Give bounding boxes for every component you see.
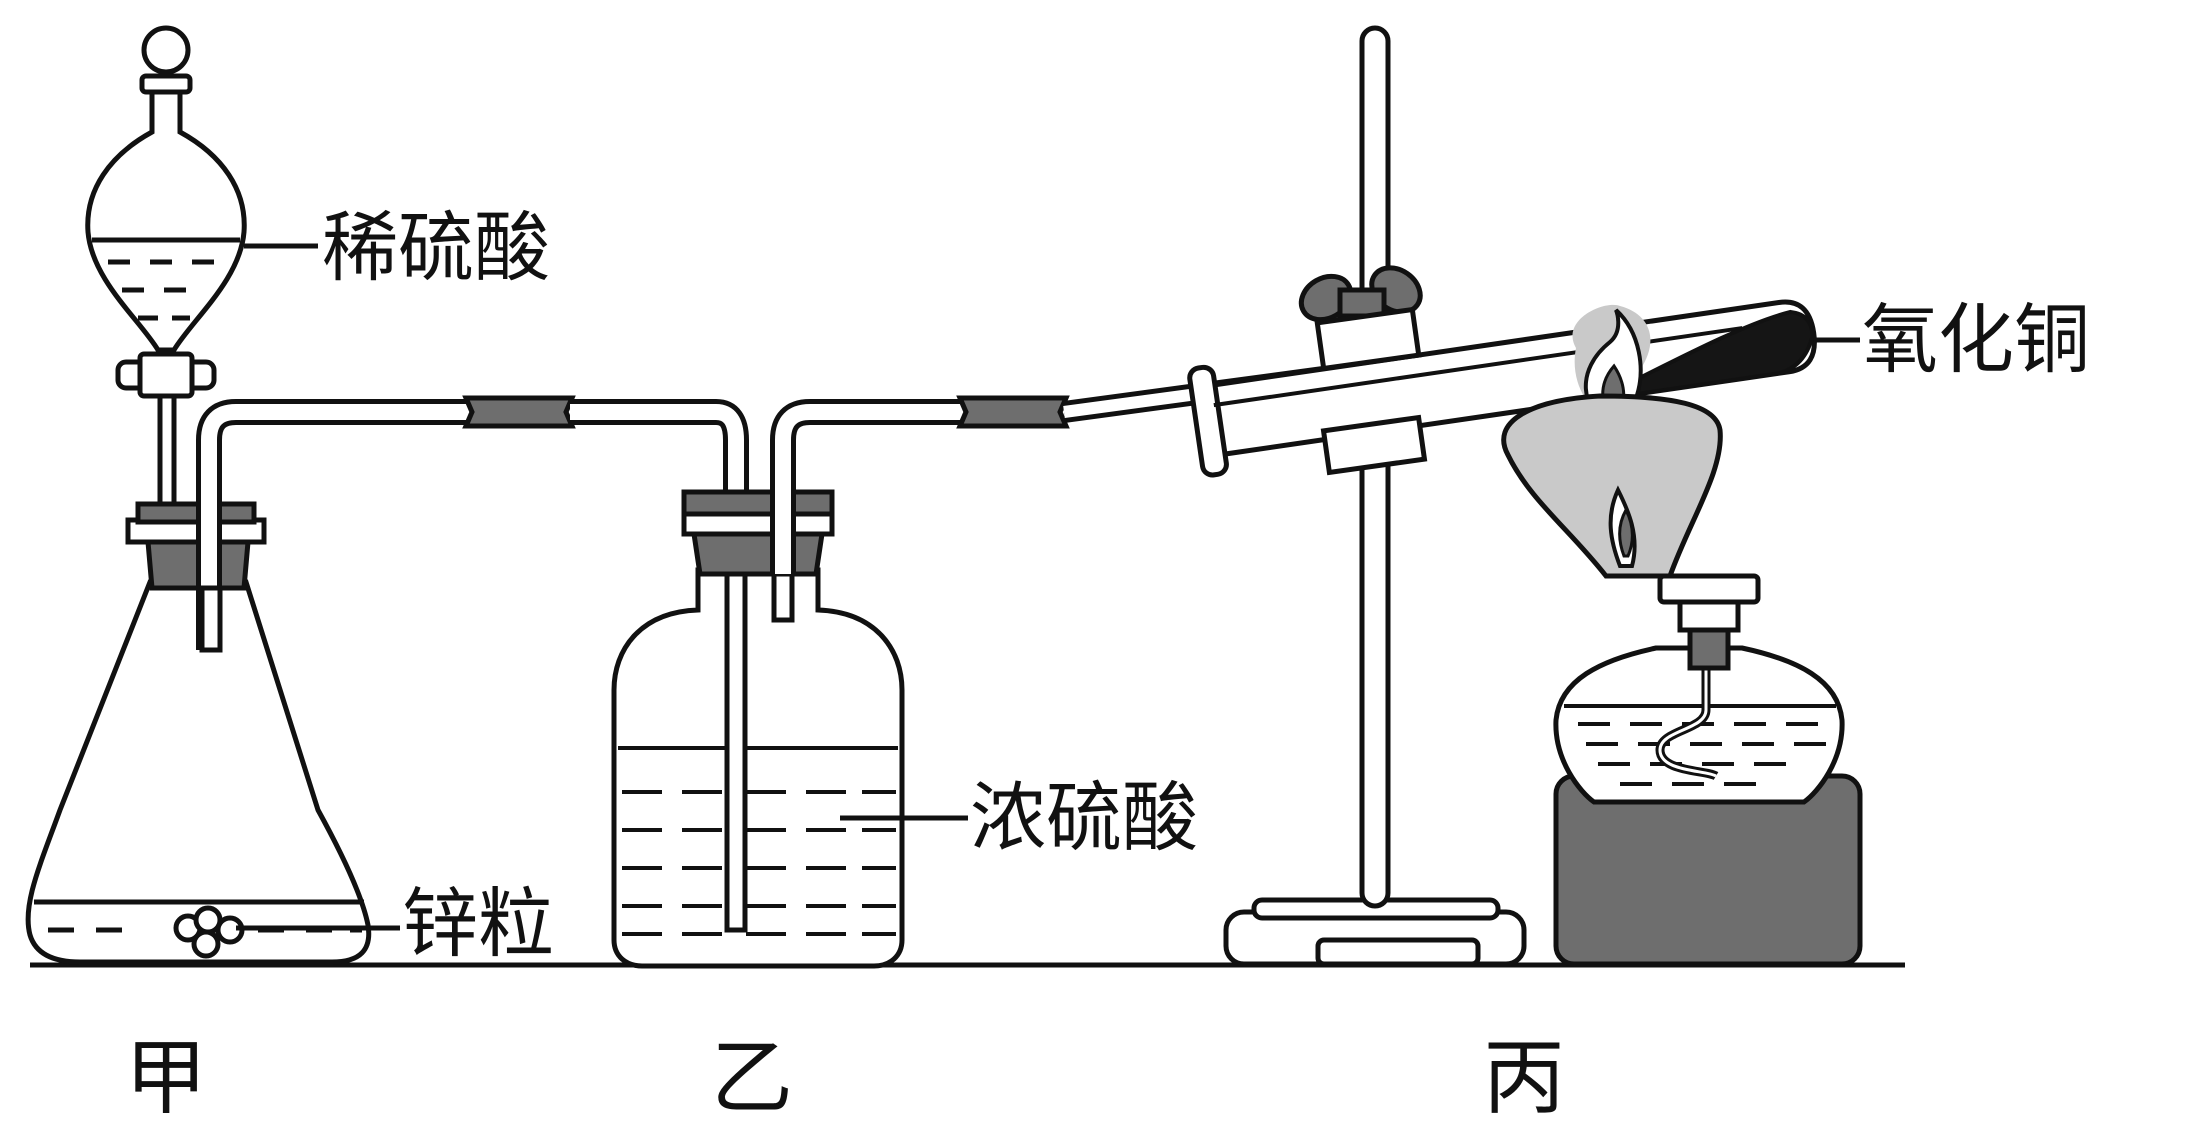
erlenmeyer-flask bbox=[25, 579, 372, 965]
iron-stand bbox=[1223, 25, 1527, 967]
apparatus-c bbox=[1187, 25, 1863, 967]
copper-oxide-powder bbox=[1600, 309, 1815, 402]
zinc-granules bbox=[173, 905, 245, 959]
clamp-lower bbox=[1320, 414, 1428, 476]
label-conc-acid: 浓硫酸 bbox=[970, 773, 1198, 862]
flame-outer bbox=[1501, 393, 1723, 579]
label-copper-oxide: 氧化铜 bbox=[1862, 295, 2090, 384]
caption-c: 丙 bbox=[1483, 1031, 1565, 1126]
clamp-upper bbox=[1314, 306, 1422, 372]
test-tube bbox=[1187, 299, 1817, 478]
alcohol-burner bbox=[1553, 573, 1863, 967]
rubber-connector-1 bbox=[462, 395, 576, 429]
apparatus-a bbox=[25, 25, 468, 965]
label-dilute-acid: 稀硫酸 bbox=[322, 203, 550, 292]
apparatus-b bbox=[611, 489, 905, 969]
label-zinc: 锌粒 bbox=[402, 879, 554, 968]
caption-a: 甲 bbox=[125, 1031, 207, 1126]
rubber-connector-2 bbox=[956, 395, 1070, 429]
caption-b: 乙 bbox=[711, 1031, 793, 1126]
